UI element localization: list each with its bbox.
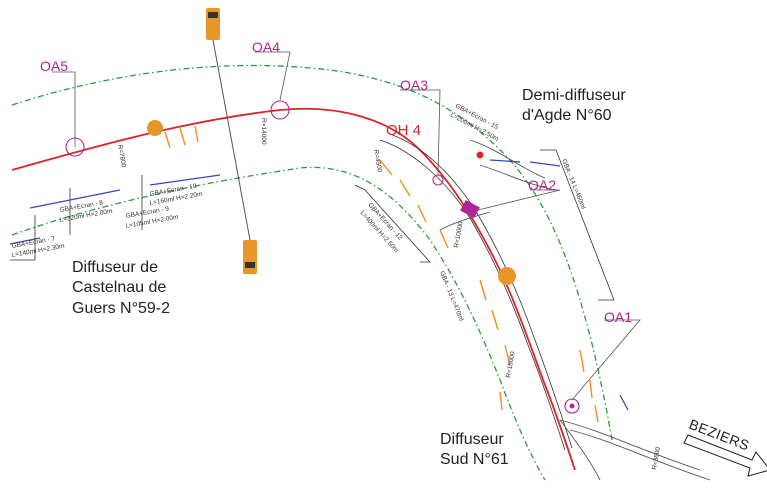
marker-west [147, 120, 163, 136]
label-leaders [52, 51, 641, 401]
oh4-dot [476, 151, 484, 159]
ramps-beziers [559, 419, 711, 481]
place-sud-line2: Sud N°61 [440, 451, 509, 468]
oa2-structure [460, 199, 480, 219]
green-dashed-north [11, 64, 613, 441]
road-axis [11, 107, 576, 471]
marker-east [498, 267, 516, 285]
oa3-label: OA3 [400, 77, 428, 93]
place-agde-line2: d'Agde N°60 [522, 107, 612, 124]
structure-nodes [65, 100, 580, 414]
place-castelnau-line1: Diffuseur de [72, 259, 158, 276]
note-radius-e: R=10000 [453, 221, 465, 249]
note-radius-c: R=7800 [116, 144, 127, 168]
truck-icon [206, 8, 220, 40]
note-radius-a: R=14000 [260, 118, 267, 145]
place-sud-line1: Diffuseur [440, 431, 504, 448]
oa1-dot [569, 403, 575, 409]
green-dashed-south [11, 166, 546, 481]
truck-icon [243, 240, 257, 274]
viewpoint-line [212, 39, 251, 241]
note-radius-f: R=3600 [651, 446, 662, 470]
note-wall-low: GBA - 13 L=470ml [438, 270, 465, 323]
note-radius-d: R=15000 [505, 351, 517, 379]
ramps-agde [439, 139, 556, 231]
place-castelnau-line2: Castelnau de [72, 279, 166, 296]
oa5-label: OA5 [40, 58, 68, 74]
note-radius-b: R=4500 [372, 149, 383, 173]
place-agde-line1: Demi-diffuseur [522, 87, 626, 104]
oh4-label: OH 4 [386, 122, 421, 139]
place-castelnau-line3: Guers N°59-2 [72, 300, 170, 317]
orange-markings [164, 125, 599, 423]
oa1-label: OA1 [604, 309, 632, 325]
oa2-label: OA2 [528, 177, 556, 193]
note-wall-right: GBA - 14 L=460ml [560, 158, 587, 211]
oa4-label: OA4 [252, 39, 280, 55]
direction-arrow [683, 434, 767, 477]
bracket-lines [10, 149, 615, 301]
